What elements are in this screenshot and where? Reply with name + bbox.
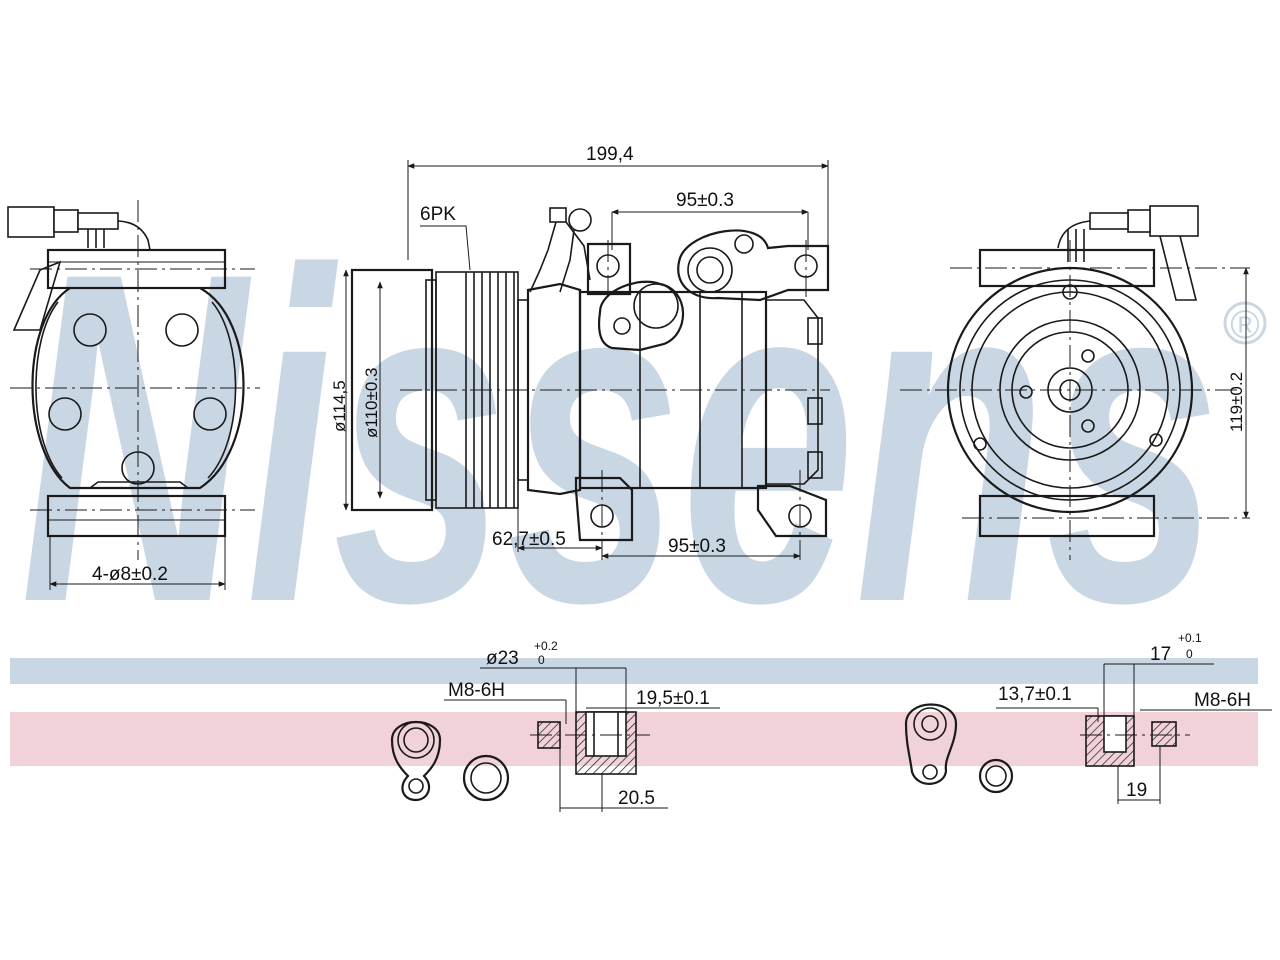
registered-mark: ® bbox=[1230, 303, 1259, 347]
watermark-logo-text: Nissens bbox=[20, 175, 1220, 700]
front-view-right: 119±0.2 bbox=[900, 205, 1250, 560]
fitting-right-length: 19 bbox=[1126, 780, 1147, 801]
dim-pulley-diameter: ø110±0.3 bbox=[362, 368, 381, 438]
fitting-right-thread: M8-6H bbox=[1194, 690, 1251, 711]
fitting-right-width: 13,7±0.1 bbox=[998, 684, 1072, 705]
fitting-detail-left: ø23 +0.2 0 M8-6H 19,5±0.1 20.5 bbox=[390, 639, 720, 812]
dim-pulley-offset: 62,7±0.5 bbox=[492, 529, 566, 550]
dim-overall-length: 199,4 bbox=[586, 144, 634, 165]
fitting-detail-right: 17 +0.1 0 13,7±0.1 M8-6H 19 bbox=[904, 631, 1272, 804]
fitting-right-diameter: 17 bbox=[1150, 644, 1171, 665]
dim-outer-diameter: ø114,5 bbox=[330, 380, 349, 432]
dim-mount-holes: 4-ø8±0.2 bbox=[92, 564, 168, 585]
dim-top-mount-spacing: 95±0.3 bbox=[676, 190, 734, 211]
fitting-left-tol-upper: +0.2 bbox=[534, 639, 558, 653]
dim-height: 119±0.2 bbox=[1227, 372, 1246, 432]
side-view: 199,4 6PK 95±0.3 bbox=[330, 144, 830, 560]
fitting-left-depth: 19,5±0.1 bbox=[636, 688, 710, 709]
fitting-left-thread: M8-6H bbox=[448, 680, 505, 701]
fitting-left-tol-lower: 0 bbox=[538, 653, 545, 667]
label-pulley-type: 6PK bbox=[420, 204, 456, 225]
dim-bottom-mount-spacing: 95±0.3 bbox=[668, 536, 726, 557]
fitting-right-tol-lower: 0 bbox=[1186, 647, 1193, 661]
front-view-left: 4-ø8±0.2 bbox=[7, 200, 260, 590]
fitting-right-tol-upper: +0.1 bbox=[1178, 631, 1202, 645]
watermark: Nissens ® bbox=[10, 175, 1267, 766]
watermark-blue-stripe bbox=[10, 658, 1258, 684]
fitting-left-length: 20.5 bbox=[618, 788, 655, 809]
fitting-left-diameter: ø23 bbox=[486, 648, 519, 669]
